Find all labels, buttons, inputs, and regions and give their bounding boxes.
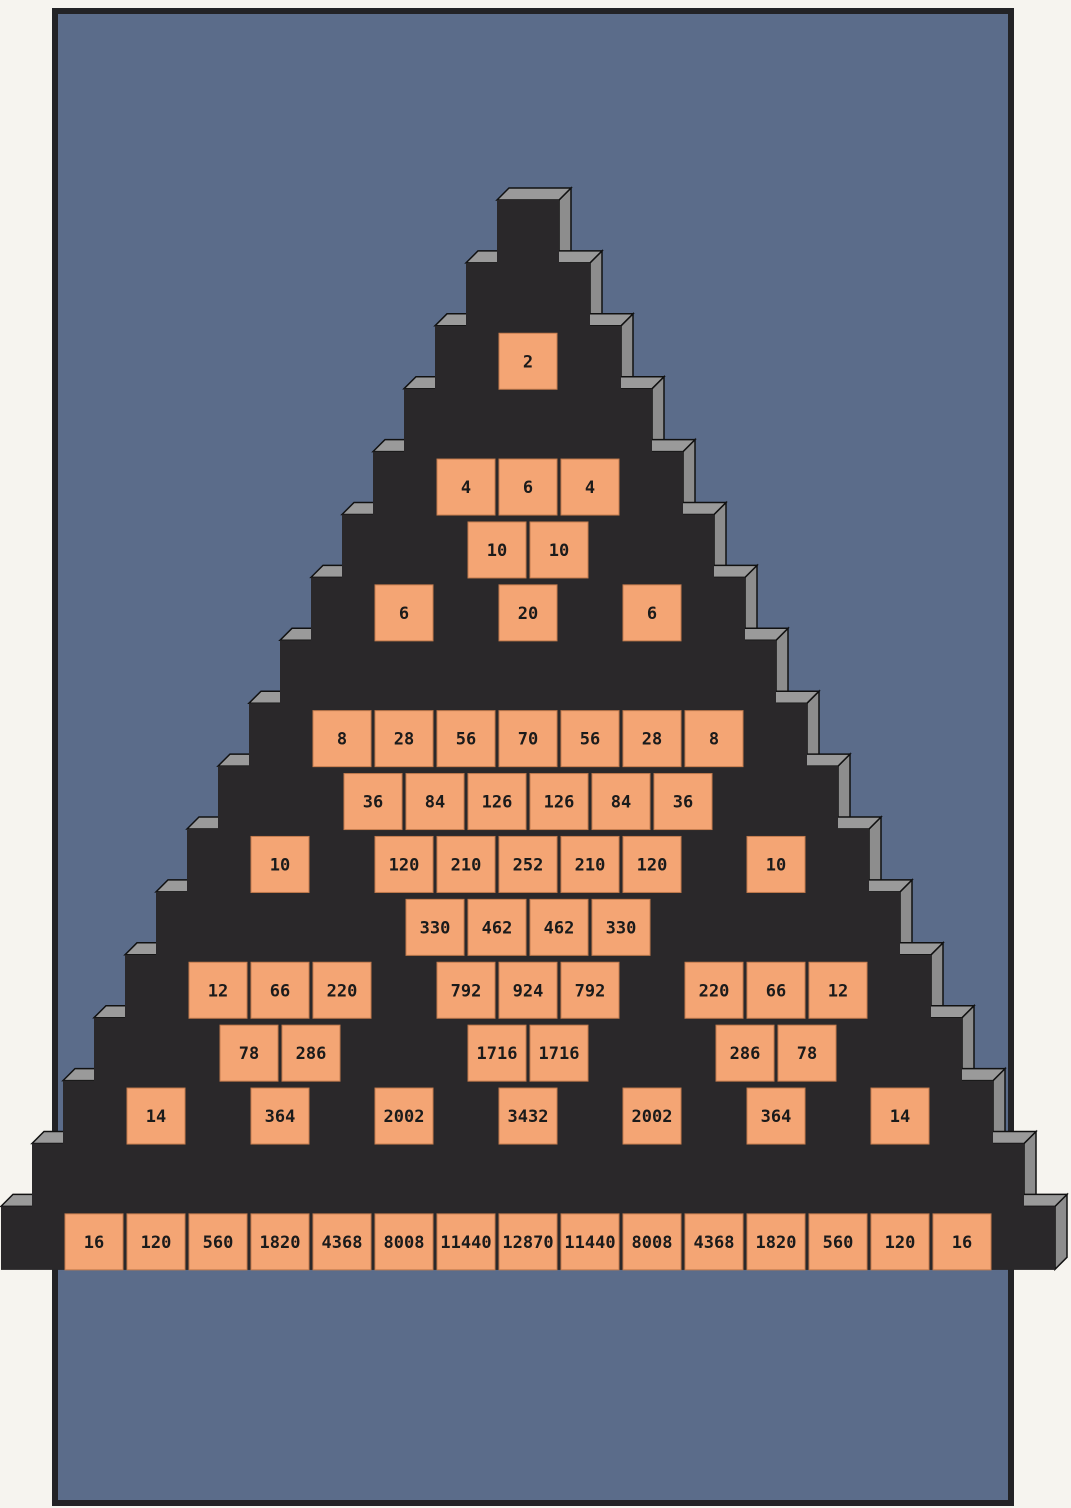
number-tile-label: 792 [451,981,482,1001]
number-tile-label: 6 [647,604,657,624]
pyramid-step [404,389,652,453]
number-tile-label: 120 [389,855,420,875]
number-tile-label: 220 [327,981,358,1001]
pyramid-step [32,1144,1024,1208]
number-tile-label: 126 [544,793,575,813]
number-tile-label: 560 [203,1233,234,1253]
number-tile-label: 12870 [502,1233,553,1253]
number-tile-label: 10 [549,541,569,561]
number-tile-label: 84 [611,793,631,813]
number-tile-label: 4368 [694,1233,735,1253]
number-tile-label: 4 [585,478,595,498]
number-tile-label: 560 [823,1233,854,1253]
number-tile-label: 11440 [564,1233,615,1253]
number-tile-label: 36 [673,793,693,813]
number-tile-label: 10 [270,855,290,875]
number-tile-label: 1820 [756,1233,797,1253]
number-tile-label: 286 [296,1044,327,1064]
number-tile-label: 120 [885,1233,916,1253]
pyramid-step [218,766,838,830]
number-tile-label: 66 [270,981,290,1001]
number-tile-label: 286 [730,1044,761,1064]
number-tile-label: 330 [420,918,451,938]
number-tile-label: 4368 [322,1233,363,1253]
number-tile-label: 10 [766,855,786,875]
number-tile-label: 16 [952,1233,972,1253]
number-tile-label: 462 [482,918,513,938]
number-tile-label: 2002 [384,1107,425,1127]
number-tile-label: 56 [456,730,476,750]
number-tile-label: 36 [363,793,383,813]
number-tile-label: 210 [575,855,606,875]
pyramid-step-top [497,188,571,200]
pyramid-step [497,200,559,264]
number-tile-label: 8 [337,730,347,750]
number-tile-label: 8008 [384,1233,425,1253]
number-tile-label: 120 [141,1233,172,1253]
number-tile-label: 11440 [440,1233,491,1253]
number-tile-label: 364 [265,1107,296,1127]
number-tile-label: 2002 [632,1107,673,1127]
pyramid-step [342,515,714,579]
number-tile-label: 1716 [539,1044,580,1064]
number-tile-label: 66 [766,981,786,1001]
number-tile-label: 8008 [632,1233,673,1253]
number-tile-label: 84 [425,793,445,813]
pyramid-step [280,640,776,704]
number-tile-label: 12 [208,981,228,1001]
number-tile-label: 3432 [508,1107,549,1127]
number-tile-label: 220 [699,981,730,1001]
pyramid-step [156,892,900,956]
number-tile-label: 792 [575,981,606,1001]
number-tile-label: 14 [890,1107,910,1127]
number-tile-label: 12 [828,981,848,1001]
number-tile-label: 330 [606,918,637,938]
number-tile-label: 4 [461,478,471,498]
number-tile-label: 14 [146,1107,166,1127]
number-tile-label: 16 [84,1233,104,1253]
number-tile-label: 78 [797,1044,817,1064]
number-tile-label: 28 [642,730,662,750]
number-tile-label: 70 [518,730,538,750]
number-tile-label: 56 [580,730,600,750]
number-tile-label: 126 [482,793,513,813]
number-tile-label: 10 [487,541,507,561]
number-tile-label: 6 [523,478,533,498]
number-tile-label: 8 [709,730,719,750]
number-tile-label: 1820 [260,1233,301,1253]
number-tile-label: 252 [513,855,544,875]
number-tile-label: 210 [451,855,482,875]
number-tile-label: 1716 [477,1044,518,1064]
number-tile-label: 924 [513,981,544,1001]
pyramid-step [466,263,590,327]
number-tile-label: 6 [399,604,409,624]
number-tile-label: 20 [518,604,538,624]
number-tile-label: 364 [761,1107,792,1127]
number-tile-label: 462 [544,918,575,938]
number-tile-label: 78 [239,1044,259,1064]
number-tile-label: 120 [637,855,668,875]
number-tile-label: 2 [523,352,533,372]
number-tile-label: 28 [394,730,414,750]
